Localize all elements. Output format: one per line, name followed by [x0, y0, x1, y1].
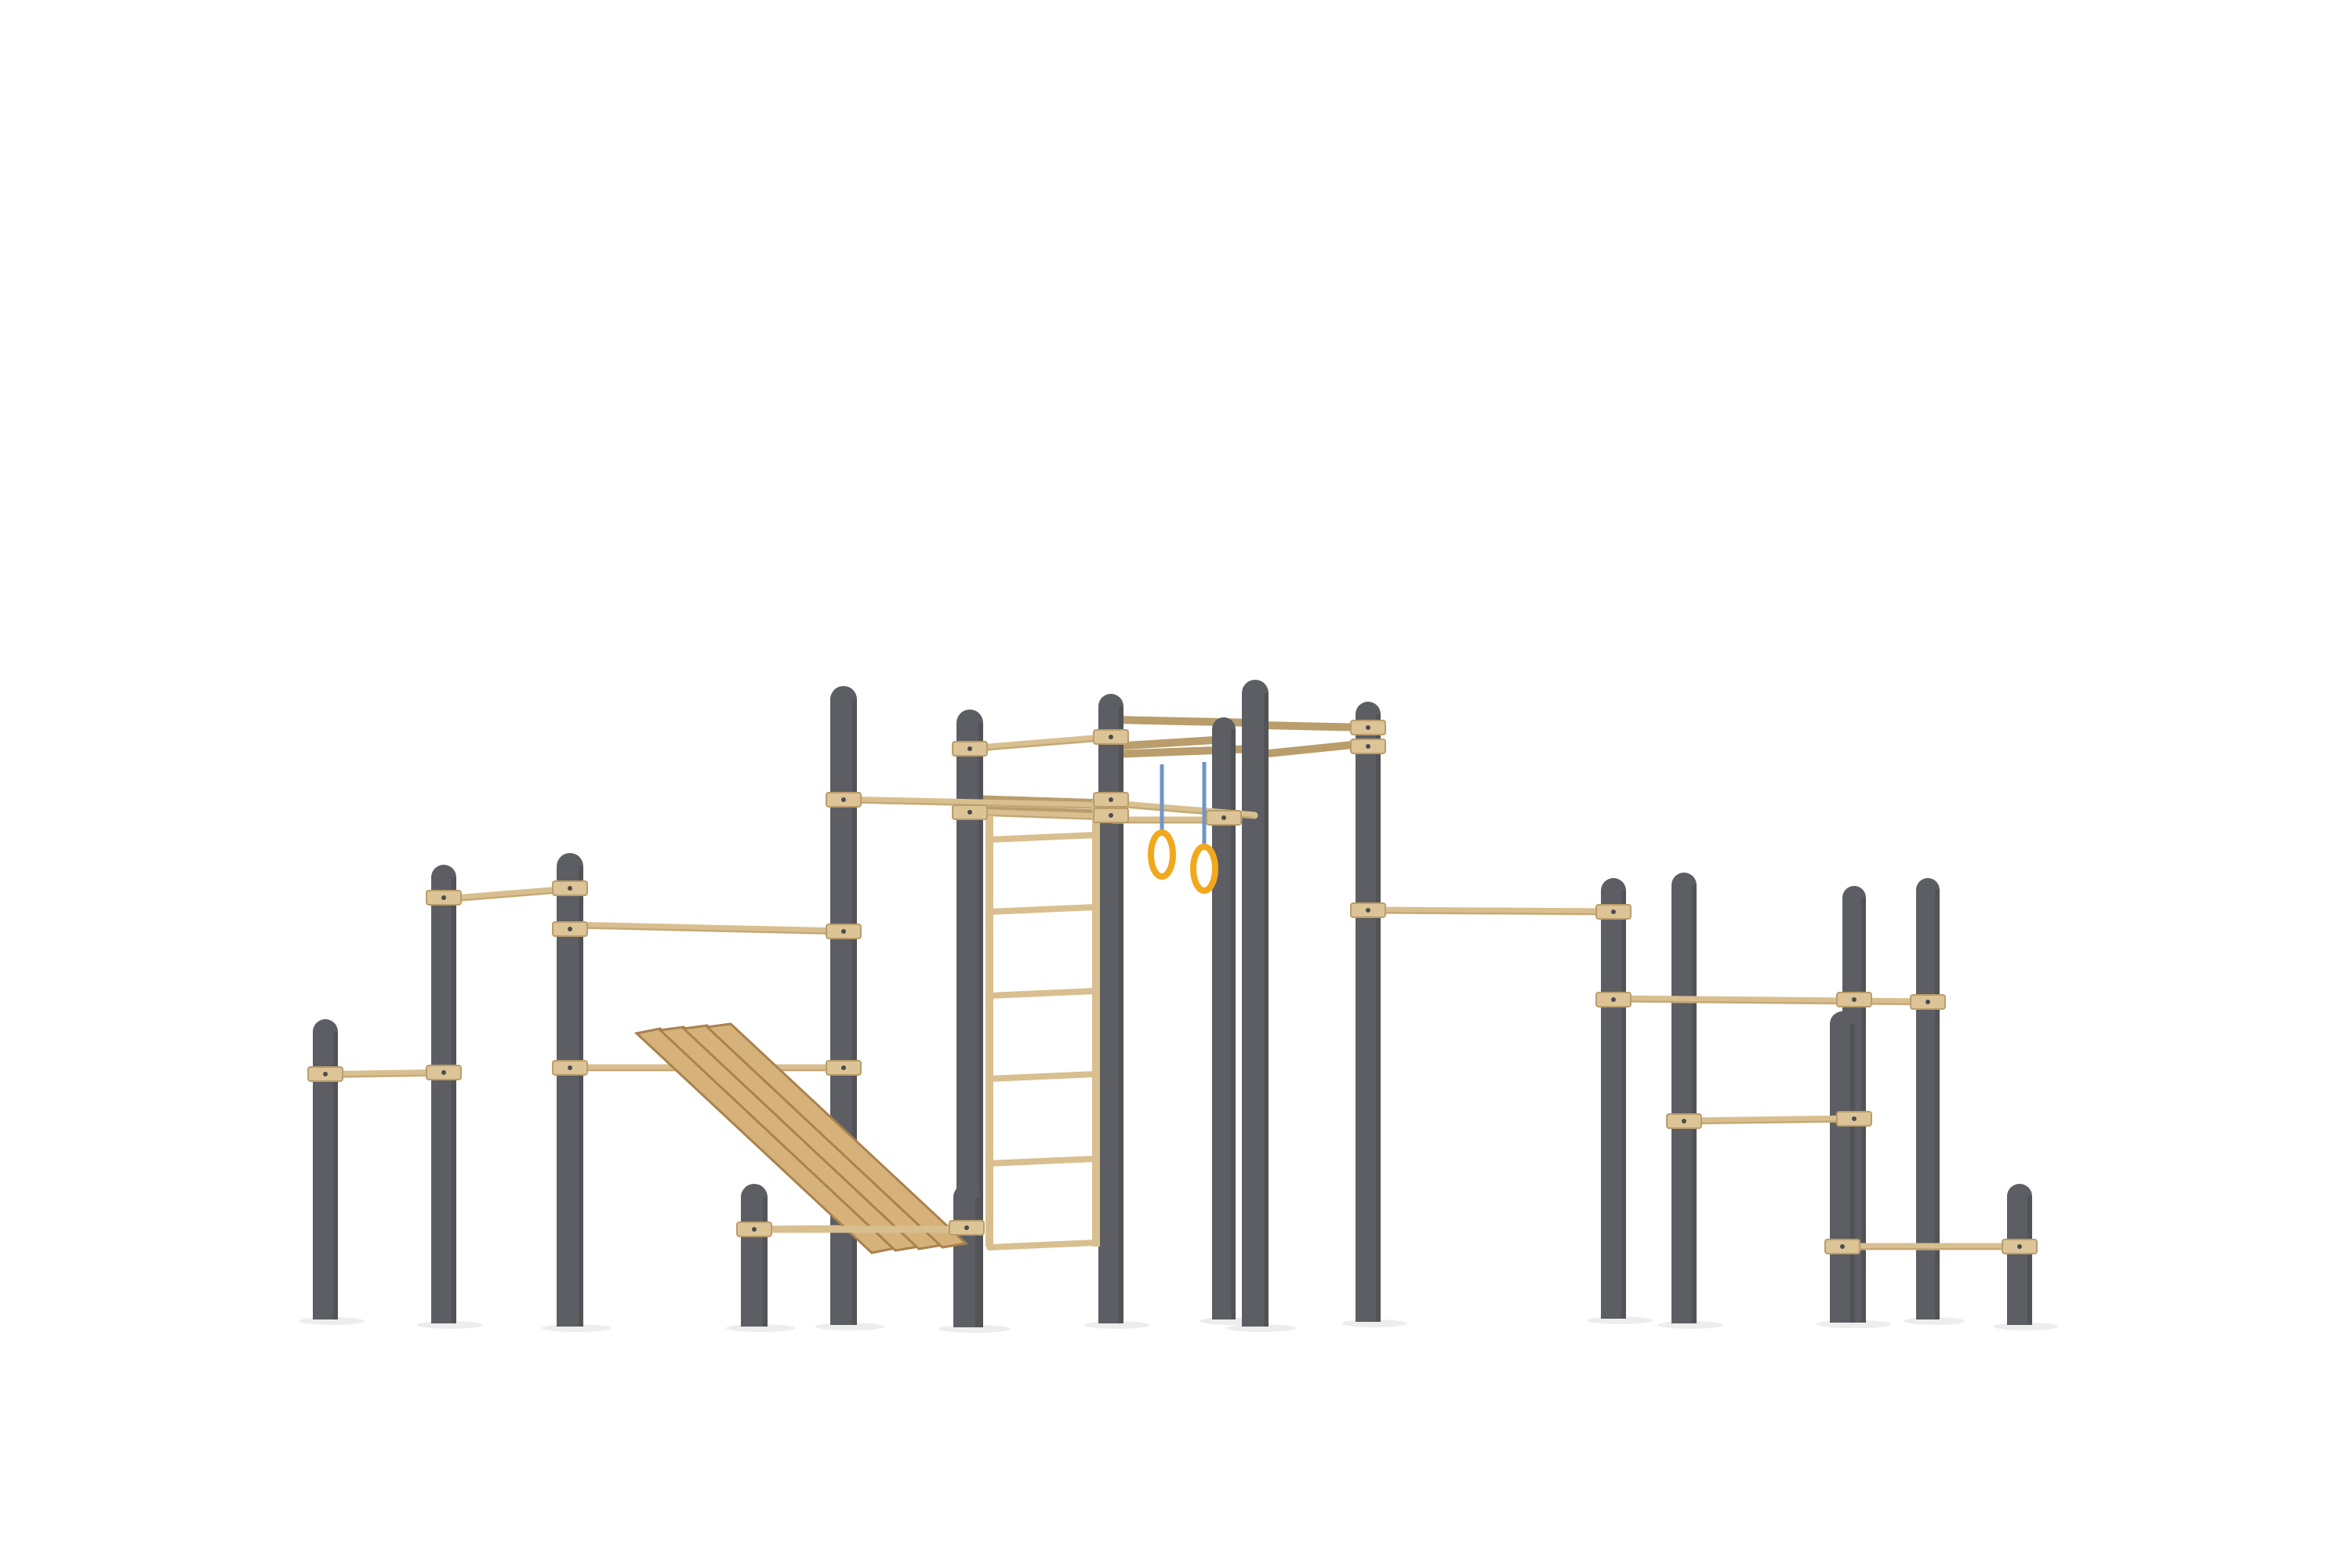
- post-edge-9: [1264, 693, 1269, 1327]
- clamp-bolt-11: [1109, 797, 1113, 802]
- post-11: [1601, 878, 1626, 1319]
- bar-clamps: [307, 720, 2038, 1254]
- post-10: [1356, 702, 1381, 1322]
- bar-8: [966, 733, 1117, 753]
- clamp-bolt-5: [841, 929, 846, 934]
- clamp-bolt-9: [967, 746, 972, 751]
- clamp-bolt-16: [1366, 744, 1370, 749]
- clamp-bolt-25: [2017, 1244, 2022, 1249]
- bar-4: [840, 796, 1117, 810]
- clamp-bolt-0: [323, 1072, 328, 1076]
- bar-shade-11: [1683, 1120, 1855, 1124]
- post-1: [431, 865, 456, 1323]
- post-2: [557, 853, 583, 1327]
- clamp-bolt-13: [1109, 813, 1113, 818]
- clamp-bolt-21: [1852, 1116, 1857, 1121]
- clamp-bolt-19: [1611, 997, 1616, 1002]
- post-edge-8: [1231, 729, 1236, 1319]
- ring-0: [1148, 829, 1176, 880]
- post-12: [1671, 873, 1697, 1323]
- post-edge-0: [333, 1032, 338, 1319]
- post-6: [953, 1184, 980, 1327]
- post-edge-7: [1119, 706, 1123, 1323]
- bar-2: [566, 921, 848, 935]
- bar-shade-8: [969, 739, 1114, 752]
- clamp-bolt-22: [1926, 1000, 1930, 1004]
- clamp-bolt-17: [1366, 908, 1370, 913]
- bar-10: [1610, 995, 1932, 1006]
- clamp-bolt-24: [1840, 1244, 1845, 1249]
- post-edge-2: [579, 866, 583, 1327]
- wall-ladder: [985, 800, 1100, 1250]
- clamp-bolt-7: [841, 1065, 846, 1070]
- ladder-rung-1: [986, 904, 1099, 915]
- bar-shade-2: [569, 927, 844, 935]
- bar-shade-9: [1358, 912, 1614, 915]
- post-edge-14: [1850, 1024, 1855, 1323]
- bar-7: [966, 808, 1109, 821]
- post-edge-10: [1376, 714, 1381, 1322]
- bar-shade-10: [1613, 1000, 1929, 1005]
- post-edge-4: [763, 1197, 768, 1327]
- bar-9: [1355, 906, 1617, 916]
- ladder-rung-4: [986, 1156, 1099, 1167]
- clamp-bolt-18: [1611, 909, 1616, 914]
- post-edge-11: [1621, 891, 1626, 1319]
- clamp-bolt-6: [568, 1065, 572, 1070]
- bench-plank-3: [704, 1022, 969, 1249]
- clamp-bolt-10: [967, 810, 972, 815]
- ring-1: [1190, 844, 1218, 894]
- clamp-bolt-4: [568, 927, 572, 931]
- post-edge-16: [2027, 1196, 2032, 1325]
- post-edge-13: [1861, 898, 1866, 1323]
- post-edge-1: [452, 877, 456, 1323]
- clamp-bolt-1: [441, 1070, 446, 1075]
- ladder-rung-5: [986, 1240, 1099, 1250]
- ladder-rung-0: [986, 832, 1099, 843]
- ladder-rung-2: [986, 988, 1099, 999]
- ladder-rung-3: [986, 1071, 1099, 1082]
- clamp-bolt-3: [568, 886, 572, 891]
- rear-bar-2: [1109, 735, 1231, 750]
- clamp-bolt-20: [1682, 1119, 1686, 1123]
- steel-posts: [313, 680, 2032, 1327]
- clamp-bolt-27: [964, 1225, 969, 1230]
- post-edge-15: [1935, 890, 1940, 1319]
- post-edge-3: [852, 699, 857, 1325]
- gymnastic-rings: [1148, 762, 1218, 894]
- post-9: [1242, 680, 1269, 1327]
- post-edge-12: [1692, 885, 1697, 1323]
- clamp-bolt-2: [441, 895, 446, 900]
- post-edge-5: [978, 723, 983, 1327]
- post-edge-6: [975, 1197, 980, 1327]
- sit-up-bench: [633, 1022, 972, 1254]
- clamp-bolt-26: [752, 1227, 757, 1232]
- bar-11: [1680, 1115, 1858, 1125]
- post-7: [1098, 694, 1123, 1323]
- clamp-bolt-23: [1852, 997, 1857, 1002]
- clamp-bolt-12: [1109, 735, 1113, 739]
- clamp-bolt-8: [841, 797, 846, 802]
- clamp-bolt-14: [1221, 815, 1226, 820]
- post-0: [313, 1019, 338, 1319]
- clamp-bolt-15: [1366, 725, 1370, 730]
- post-15: [1916, 878, 1940, 1319]
- post-4: [741, 1184, 768, 1327]
- post-5: [956, 710, 983, 1327]
